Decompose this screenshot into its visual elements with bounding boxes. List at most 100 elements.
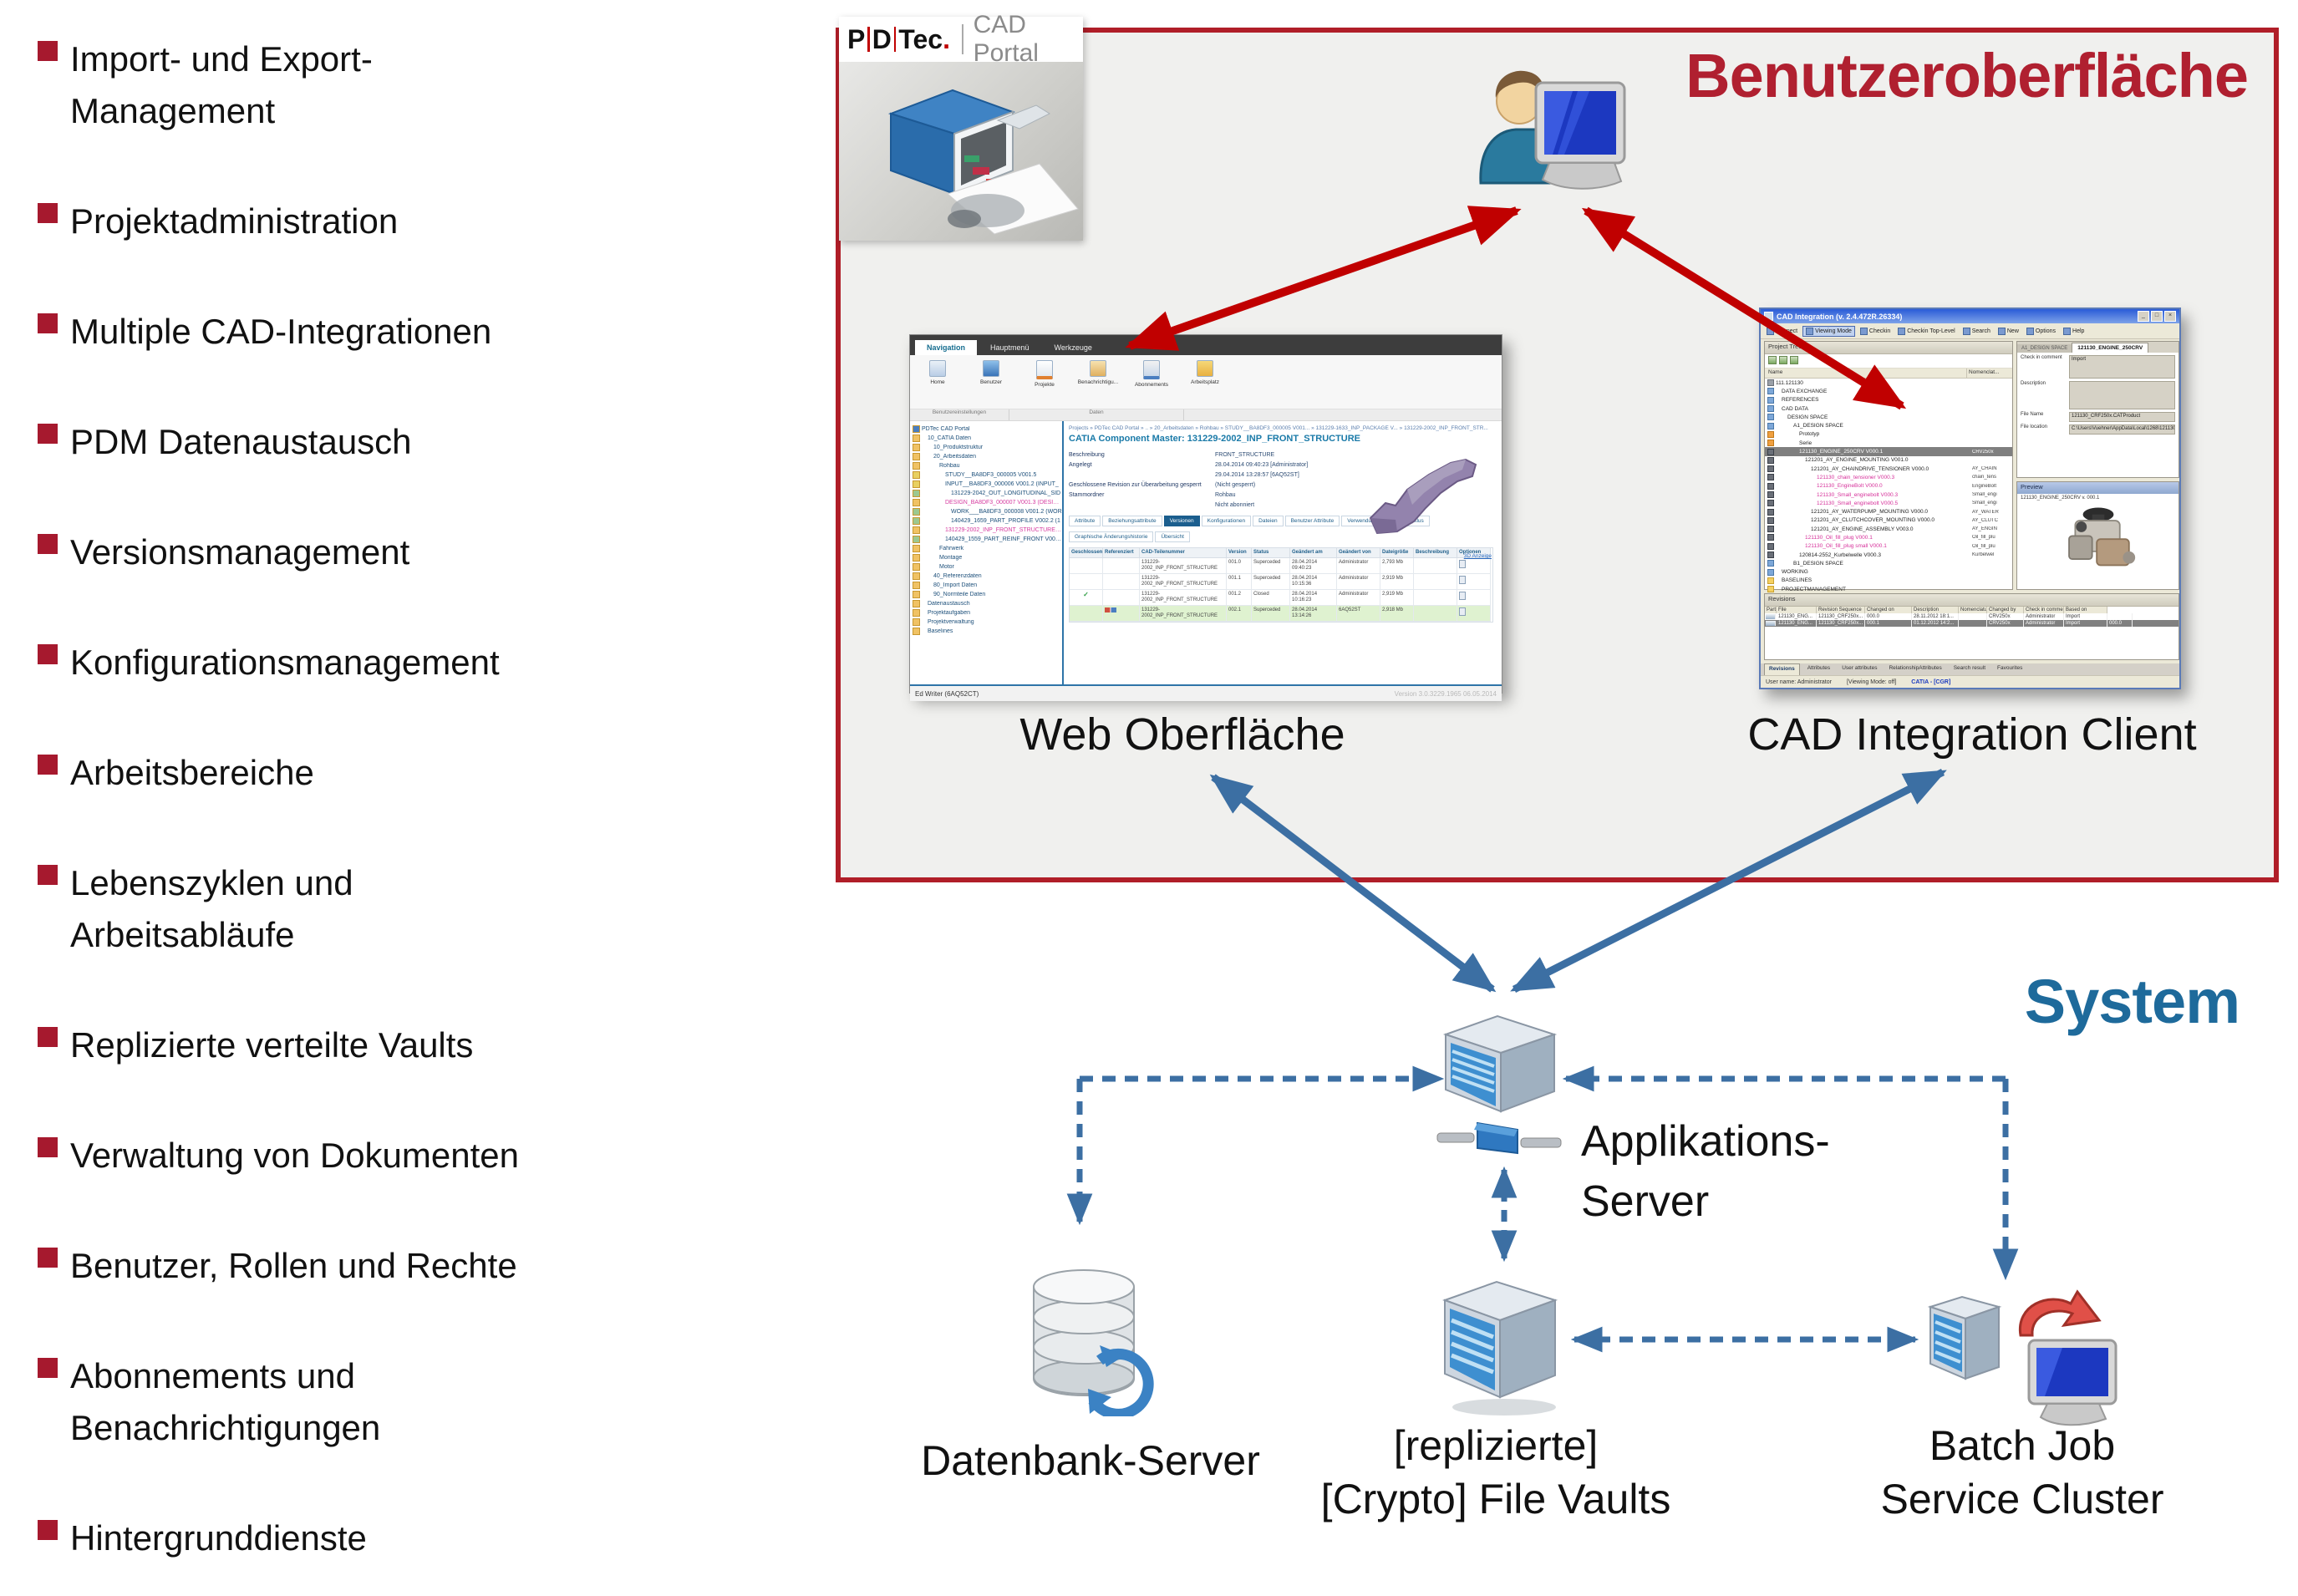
column-header[interactable]: CAD-Teilenummer xyxy=(1140,548,1227,558)
tree-item[interactable]: 140429_1559_PART_REINF_FRONT V001.0 xyxy=(910,535,1062,544)
cad-toolbar-button[interactable]: Viewing Mode xyxy=(1802,325,1855,337)
cad-toolbar-button[interactable]: New xyxy=(1995,327,2021,336)
tree-item[interactable]: Projektaufgaben xyxy=(910,608,1062,618)
tree-item[interactable]: 10_CATIA Daten xyxy=(910,434,1062,443)
cad-tree-item[interactable]: 121130_ENGINE_250CRV V000.1 CRV250x xyxy=(1765,447,2012,456)
cad-tree-item[interactable]: 121201_AY_ENGINE_ASSEMBLY V003.0 AY_ENGI… xyxy=(1765,525,2012,533)
tree-tool-icon[interactable] xyxy=(1790,356,1798,364)
tree-item[interactable]: Datenaustausch xyxy=(910,599,1062,608)
options-icon[interactable] xyxy=(1459,592,1466,600)
options-icon[interactable] xyxy=(1459,607,1466,616)
field-value[interactable]: 121130_CRF250x.CATProduct xyxy=(2069,412,2175,422)
3d-anzeige-link[interactable]: 3D Anzeige xyxy=(1463,553,1492,559)
column-name[interactable]: Name xyxy=(1765,369,1967,378)
revision-column-header[interactable]: Check in comment xyxy=(2024,607,2064,613)
maximize-button[interactable]: □ xyxy=(2151,311,2163,322)
column-header[interactable]: Referenziert xyxy=(1103,548,1140,558)
tree-item[interactable]: 10_Produktstruktur xyxy=(910,443,1062,452)
toolbar-button[interactable]: Benachrichtigu... xyxy=(1075,360,1121,385)
cad-tree-item[interactable]: WORKING xyxy=(1765,568,2012,577)
tree-item[interactable]: 40_Referenzdaten xyxy=(910,572,1062,581)
cad-toolbar-button[interactable]: Checkin Top-Level xyxy=(1895,327,1957,336)
revision-row[interactable]: 121130_ENG... 121130_CRF250x... 000.0 28… xyxy=(1765,613,2179,620)
options-icon[interactable] xyxy=(1459,576,1466,584)
detail-tab[interactable]: Benutzer Attribute xyxy=(1284,516,1340,526)
cad-tree-item[interactable]: PROJECTMANAGEMENT xyxy=(1765,585,2012,593)
tree-item[interactable]: Projektverwaltung xyxy=(910,618,1062,627)
minimize-button[interactable]: _ xyxy=(2138,311,2149,322)
cad-toolbar-button[interactable]: Options xyxy=(2024,327,2058,336)
bottom-tab[interactable]: RelationshipAttributes xyxy=(1889,665,1942,671)
revision-column-header[interactable]: Changed on xyxy=(1865,607,1912,613)
column-header[interactable]: Version xyxy=(1227,548,1252,558)
cad-tree-item[interactable]: 120814-2552_Kurbelwelle V000.3 Kurbelwel xyxy=(1765,551,2012,559)
cad-toolbar-button[interactable]: Search xyxy=(1960,327,1993,336)
cad-toolbar-button[interactable]: Connect xyxy=(1764,327,1800,336)
cad-tree-item[interactable]: DESIGN SPACE xyxy=(1765,413,2012,421)
field-value[interactable]: Import xyxy=(2069,355,2175,379)
ribbon-tab[interactable]: Hauptmenü xyxy=(990,343,1030,352)
detail-tab[interactable]: Attribute xyxy=(1069,516,1101,526)
cad-tree-item[interactable]: 121130_EngineBolt V000.0 EngineBolt xyxy=(1765,482,2012,490)
tab-engine[interactable]: 121130_ENGINE_250CRV xyxy=(2072,343,2149,353)
tree-item[interactable]: 131229-2002_INP_FRONT_STRUCTURE V00 xyxy=(910,526,1062,535)
revision-column-header[interactable]: Part Number xyxy=(1765,607,1777,613)
cad-tree-item[interactable]: A1_DESIGN SPACE xyxy=(1765,421,2012,429)
ribbon-tab[interactable]: Navigation xyxy=(915,340,978,355)
tree-item[interactable]: 20_Arbeitsdaten xyxy=(910,452,1062,461)
column-header[interactable]: Geändert am xyxy=(1290,548,1337,558)
cad-tree-item[interactable]: 121201_AY_WATERPUMP_MOUNTING V000.0 AY_W… xyxy=(1765,507,2012,516)
tab-design-space[interactable]: A1_DESIGN SPACE xyxy=(2017,344,2072,353)
column-header[interactable]: Optionen xyxy=(1457,548,1491,558)
cad-tree-item[interactable]: BASELINES xyxy=(1765,577,2012,585)
bottom-tab[interactable]: Favourites xyxy=(1997,665,2023,671)
detail-tab[interactable]: Dateien xyxy=(1253,516,1284,526)
tree-item[interactable]: INPUT__BA8DF3_000006 V001.2 (INPUT_ xyxy=(910,480,1062,489)
toolbar-button[interactable]: Projekte xyxy=(1022,360,1067,388)
tree-item[interactable]: Baselines xyxy=(910,627,1062,636)
revision-column-header[interactable]: File xyxy=(1777,607,1817,613)
cad-tree-item[interactable]: 121201_AY_ENGINE_MOUNTING V001.0 xyxy=(1765,456,2012,465)
tree-tool-icon[interactable] xyxy=(1779,356,1787,364)
tree-item[interactable]: Montage xyxy=(910,553,1062,562)
tree-item[interactable]: 131229-2042_OUT_LONGITUDINAL_SID xyxy=(910,489,1062,498)
detail-tab[interactable]: Versionen xyxy=(1163,516,1200,526)
toolbar-button[interactable]: Benutzer xyxy=(969,360,1014,385)
toolbar-button[interactable]: Abonnements xyxy=(1129,360,1174,388)
cad-toolbar-button[interactable]: Checkin xyxy=(1858,327,1893,336)
column-header[interactable]: Geschlossen xyxy=(1070,548,1103,558)
detail-tab[interactable]: Graphische Änderungshistorie xyxy=(1069,531,1154,542)
revision-column-header[interactable]: Based on xyxy=(2064,607,2107,613)
cad-tree-item[interactable]: B1_DESIGN SPACE xyxy=(1765,559,2012,567)
cad-toolbar-button[interactable]: Help xyxy=(2061,327,2087,336)
tree-item[interactable]: Rohbau xyxy=(910,461,1062,470)
cad-tree-item[interactable]: Serie xyxy=(1765,439,2012,447)
tree-item[interactable]: Motor xyxy=(910,562,1062,572)
column-header[interactable]: Geändert von xyxy=(1337,548,1380,558)
ribbon-tab[interactable]: Werkzeuge xyxy=(1054,343,1092,352)
cad-tree-item[interactable]: 121201_AY_CHAINDRIVE_TENSIONER V000.0 AY… xyxy=(1765,465,2012,473)
tree-item[interactable]: WORK___BA8DF3_000008 V001.2 (WOR xyxy=(910,507,1062,516)
column-header[interactable]: Dateigröße xyxy=(1380,548,1414,558)
version-row[interactable]: 131229-2002_INP_FRONT_STRUCTURE 001.0 Su… xyxy=(1070,558,1492,574)
version-row[interactable]: ✓ 131229-2002_INP_FRONT_STRUCTURE 001.2 … xyxy=(1070,590,1492,606)
cad-tree-item[interactable]: 111.121130 xyxy=(1765,379,2012,387)
version-row[interactable]: 131229-2002_INP_FRONT_STRUCTURE 001.1 Su… xyxy=(1070,574,1492,590)
tree-item[interactable]: PDTec CAD Portal xyxy=(910,424,1062,434)
column-nomenclature[interactable]: Nomenclat... xyxy=(1969,369,2000,375)
bottom-tab[interactable]: Revisions xyxy=(1764,663,1800,675)
options-icon[interactable] xyxy=(1459,560,1466,568)
bottom-tab[interactable]: Attributes xyxy=(1807,665,1831,671)
toolbar-button[interactable]: Home xyxy=(915,360,960,385)
cad-tree-item[interactable]: CAD DATA xyxy=(1765,404,2012,413)
tree-item[interactable]: STUDY__BA8DF3_000005 V001.5 xyxy=(910,470,1062,480)
revision-column-header[interactable]: Changed by xyxy=(1987,607,2024,613)
revision-column-header[interactable]: Nomenclature xyxy=(1959,607,1987,613)
cad-tree-item[interactable]: 121130_chain_tensioner V000.3 chain_tens xyxy=(1765,473,2012,481)
revision-column-header[interactable]: Revision Sequence xyxy=(1817,607,1865,613)
field-value[interactable] xyxy=(2069,381,2175,409)
column-header[interactable]: Status xyxy=(1252,548,1290,558)
column-header[interactable]: Beschreibung xyxy=(1414,548,1457,558)
revision-column-header[interactable]: Description xyxy=(1912,607,1959,613)
field-value[interactable]: C:\Users\Vuehner\AppData\Local\1268\1211… xyxy=(2069,424,2175,435)
